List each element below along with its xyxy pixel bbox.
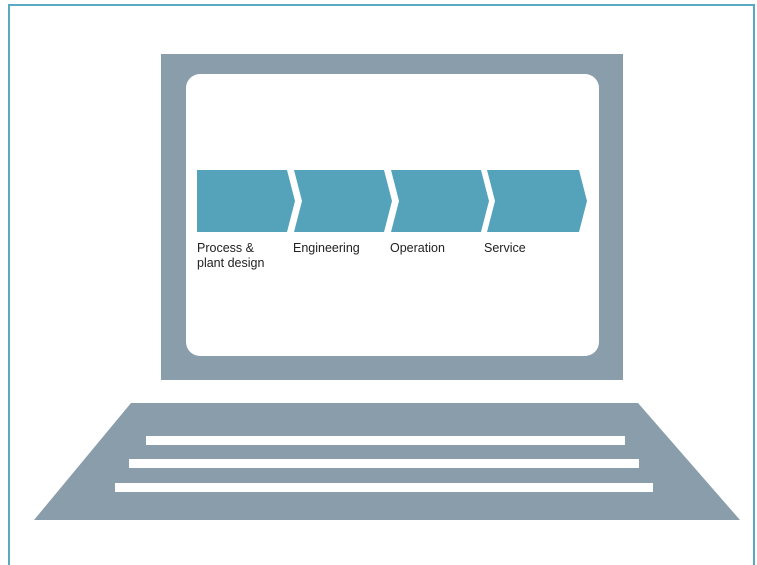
process-chevron-row (197, 170, 587, 232)
keyboard-row-1 (146, 436, 625, 445)
chevron-operation (391, 170, 489, 232)
chevron-service (487, 170, 587, 232)
chevron-process-plant-design (197, 170, 295, 232)
keyboard-row-3 (115, 483, 653, 492)
laptop-keyboard-base (34, 403, 740, 520)
keyboard-row-2 (129, 459, 639, 468)
figure-frame (8, 4, 755, 565)
chevron-engineering (294, 170, 392, 232)
